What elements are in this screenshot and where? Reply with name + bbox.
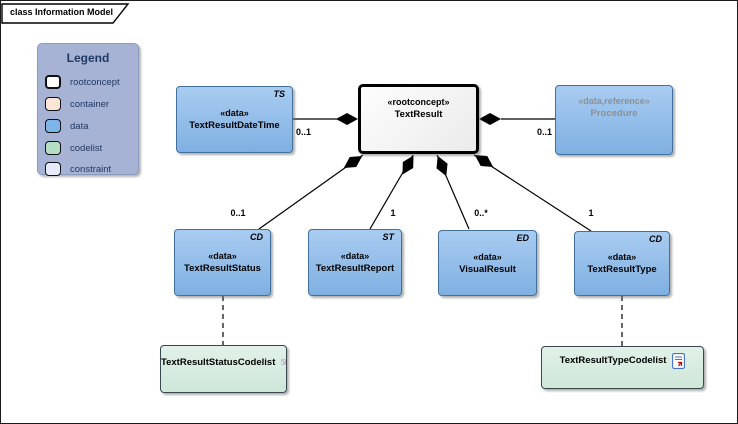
multiplicity-visual: 0..* — [474, 208, 488, 218]
rootconcept-swatch — [45, 75, 61, 89]
node-name: TextResultStatusCodelist — [161, 356, 276, 368]
stereotype: «data,reference» — [578, 96, 650, 106]
node-procedure[interactable]: «data,reference» Procedure — [555, 85, 673, 155]
datatype-label: ST — [382, 232, 394, 242]
stereotype: «rootconcept» — [387, 97, 450, 107]
multiplicity-status: 0..1 — [230, 208, 246, 218]
node-textresultstatus[interactable]: CD «data» TextResultStatus — [174, 229, 271, 296]
frame-tab-label: class Information Model — [10, 7, 114, 17]
codelist-document-icon — [281, 359, 286, 365]
frame-tab-shape — [1, 3, 130, 24]
node-textresultdatetime[interactable]: TS «data» TextResultDateTime — [176, 86, 293, 153]
legend-label: container — [70, 98, 110, 110]
stereotype: «data» — [220, 108, 249, 118]
datatype-label: CD — [649, 234, 662, 244]
node-visualresult[interactable]: ED «data» VisualResult — [438, 230, 537, 296]
legend-title: Legend — [66, 51, 110, 65]
legend-label: codelist — [70, 142, 103, 154]
stereotype: «data» — [607, 252, 637, 262]
codelist-document-icon — [672, 352, 686, 369]
constraint-swatch — [45, 162, 61, 176]
node-textresulttypecodelist[interactable]: TextResultTypeCodelist — [541, 346, 704, 389]
node-name: TextResultStatus — [184, 263, 261, 274]
data-swatch — [45, 119, 61, 133]
legend-item-constraint: constraint — [45, 161, 111, 177]
stereotype: «data» — [340, 251, 370, 261]
node-textresultreport[interactable]: ST «data» TextResultReport — [308, 229, 402, 296]
datatype-label: ED — [516, 233, 529, 243]
legend-label: data — [70, 120, 89, 132]
legend-label: constraint — [70, 163, 112, 175]
legend-item-data: data — [45, 118, 89, 134]
node-name: Procedure — [590, 108, 638, 119]
node-name: TextResultReport — [315, 263, 395, 274]
container-swatch — [45, 97, 61, 111]
legend-label: rootconcept — [70, 76, 120, 88]
legend-item-rootconcept: rootconcept — [45, 74, 120, 90]
multiplicity-type: 1 — [588, 208, 594, 218]
node-textresult[interactable]: «rootconcept» TextResult — [358, 84, 479, 154]
stereotype: «data» — [208, 251, 237, 261]
node-name: VisualResult — [459, 263, 516, 275]
node-textresultstatuscodelist[interactable]: TextResultStatusCodelist — [160, 345, 287, 393]
legend-item-container: container — [45, 96, 109, 112]
node-name: TextResult — [394, 109, 443, 120]
multiplicity-report: 1 — [390, 208, 396, 218]
multiplicity-datetime: 0..1 — [296, 127, 312, 137]
node-name: TextResultTypeCodelist — [559, 355, 667, 366]
node-textresulttype[interactable]: CD «data» TextResultType — [574, 231, 670, 296]
codelist-swatch — [45, 141, 61, 155]
datatype-label: CD — [250, 232, 263, 242]
node-name: TextResultType — [587, 264, 657, 275]
stereotype: «data» — [473, 251, 502, 262]
multiplicity-procedure: 0..1 — [536, 127, 552, 137]
legend-item-codelist: codelist — [45, 140, 102, 156]
datatype-label: TS — [273, 89, 285, 99]
node-name: TextResultDateTime — [189, 120, 280, 131]
legend-panel: Legend rootconcept container data codeli… — [37, 43, 139, 177]
